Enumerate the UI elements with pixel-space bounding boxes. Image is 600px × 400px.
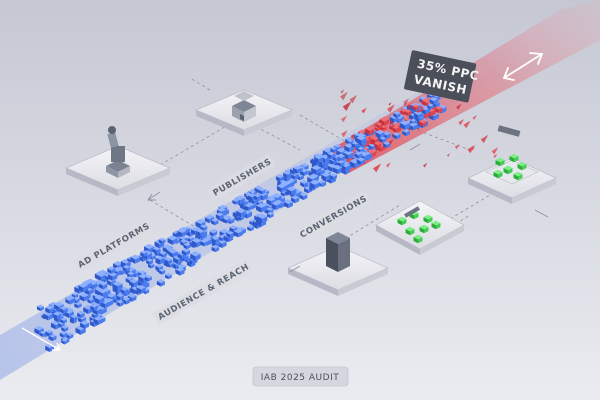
tile-conversions[interactable]: [375, 200, 465, 255]
flow-arrow-icon: [21, 327, 62, 351]
tag-marker: [404, 125, 521, 218]
storefront-icon: [232, 91, 256, 122]
robot-arm-icon: [106, 126, 130, 178]
server-block-icon: [326, 232, 350, 272]
tile-publishers[interactable]: [195, 89, 293, 136]
tile-success[interactable]: [467, 153, 557, 204]
tile-ad-platforms[interactable]: [65, 126, 171, 196]
data-cube-swarm: [34, 92, 447, 352]
success-cubes-a: [397, 210, 441, 244]
footer-badge: IAB 2025 AUDIT: [252, 366, 349, 387]
footer-label: IAB 2025 AUDIT: [261, 373, 339, 383]
tile-audience[interactable]: [287, 232, 389, 296]
loss-callout: 35% PPC VANISH: [404, 50, 480, 103]
flow-arrow-small-icon: [147, 143, 549, 273]
success-cubes-b: [485, 153, 539, 185]
expand-arrow-icon: [502, 52, 544, 81]
